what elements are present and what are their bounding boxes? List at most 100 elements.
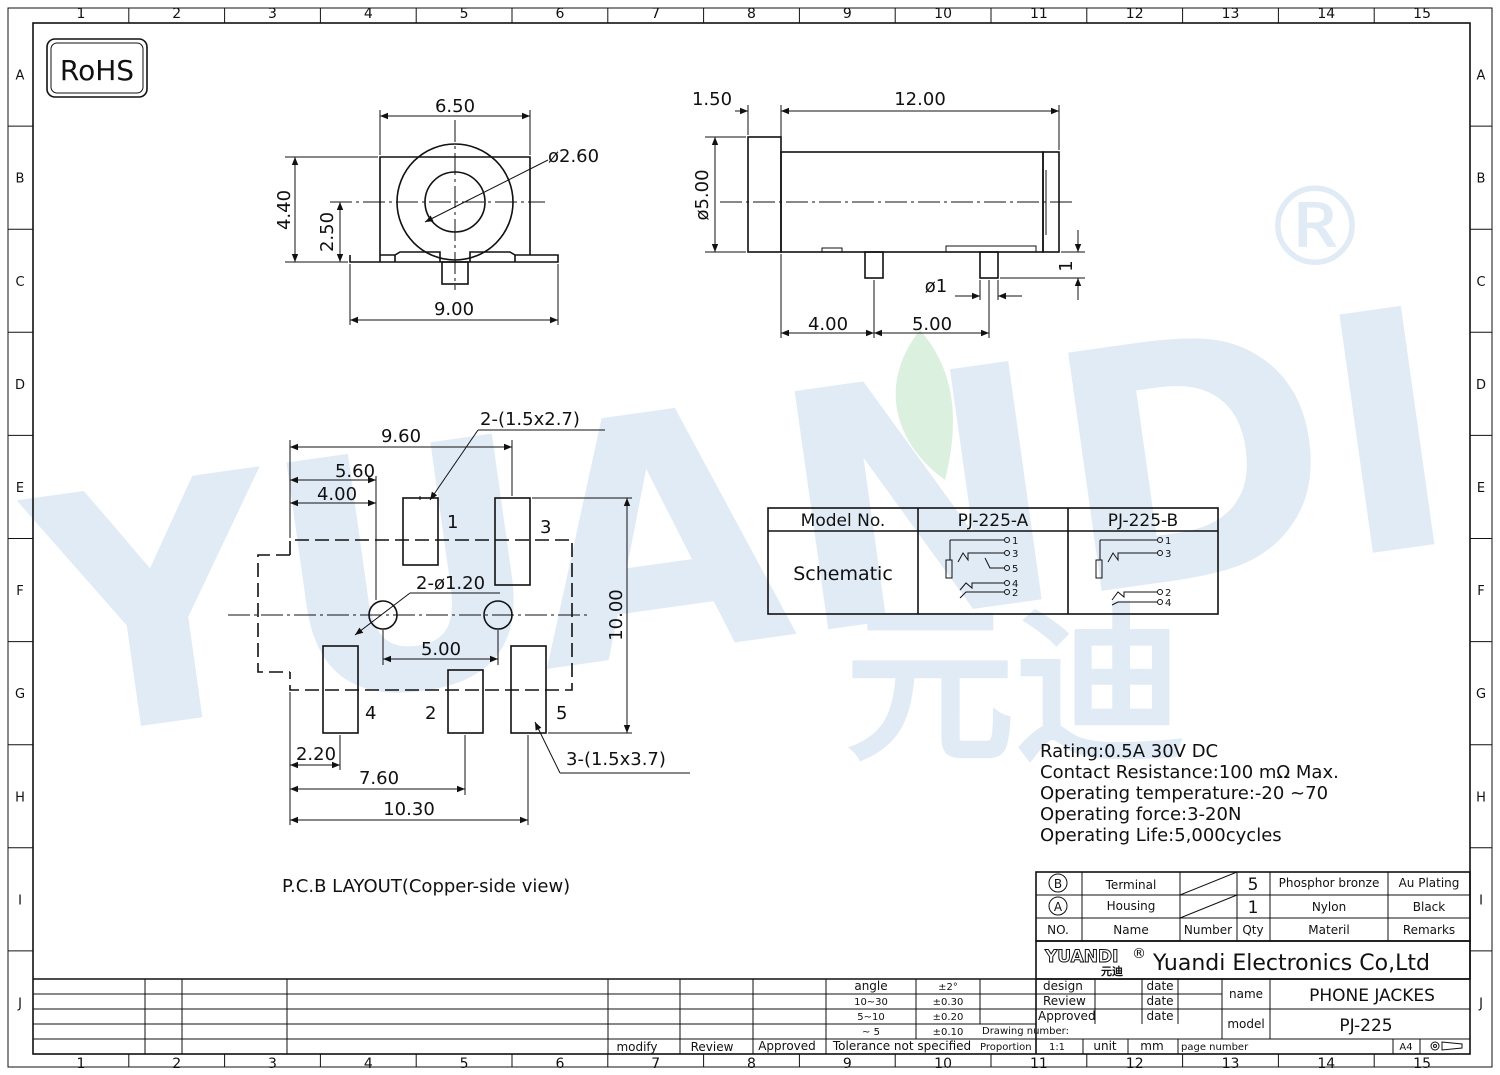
schematic-a-pin-1: 1	[1012, 536, 1018, 547]
grid-col-label-top-8: 8	[747, 6, 756, 22]
tol-10-30-value: ±0.30	[933, 997, 964, 1008]
tb-model-value: PJ-225	[1339, 1016, 1392, 1036]
dim-pin-off2: 5.00	[912, 314, 952, 335]
grid-col-label-top-15: 15	[1413, 6, 1431, 22]
dim-400: 4.00	[317, 484, 357, 505]
schematic-b: 1 3 2 4	[1095, 536, 1171, 609]
tb-scale: 1:1	[1049, 1042, 1065, 1053]
schematic-a-pin-3: 3	[1012, 549, 1018, 560]
tb-name-label: name	[1229, 987, 1263, 1001]
grid-col-label-top-6: 6	[555, 6, 564, 22]
dim-pin-dia: ø1	[925, 276, 947, 297]
tol-angle-range: angle	[854, 979, 887, 993]
tb-date-3: date	[1146, 1009, 1173, 1023]
bom-row-a-name: Housing	[1107, 899, 1156, 913]
grid-col-label-top-13: 13	[1222, 6, 1240, 22]
dim-1030: 10.30	[383, 799, 435, 820]
company-block: YUANDI 元迪 ® Yuandi Electronics Co,Ltd	[1035, 940, 1471, 980]
grid-row-label-right-H: H	[1476, 790, 1486, 805]
bom-header-material: Materil	[1308, 923, 1349, 937]
tb-approved: Approved	[1038, 1009, 1096, 1023]
grid-col-label-top-10: 10	[934, 6, 952, 22]
tol-10-30-range: 10~30	[854, 997, 888, 1008]
model-header: Model No.	[801, 511, 886, 531]
bom-row-a-remarks: Black	[1413, 900, 1446, 914]
bom-row-b-qty: 5	[1248, 875, 1259, 895]
dim-base: 9.00	[434, 299, 474, 320]
grid-row-label-left-B: B	[16, 172, 25, 187]
schematic-b-pin-2: 2	[1165, 588, 1171, 599]
company-reg: ®	[1132, 946, 1146, 962]
dim-500: 5.00	[421, 639, 461, 660]
tb-design: design	[1043, 979, 1083, 993]
tol-5-range: ~ 5	[862, 1027, 880, 1038]
pin-label-2: 2	[425, 703, 436, 724]
watermark-registered: ®	[1260, 163, 1370, 291]
pad-5	[510, 645, 547, 734]
rohs-badge: RoHS	[46, 38, 148, 98]
pcb-layout: 1 3 4 2 5 9.60 5.60 4.00 2-(1.5x2.7) 2-ø…	[228, 409, 690, 897]
tolerance-footer: Tolerance not specified	[832, 1039, 971, 1053]
grid-row-label-right-E: E	[1477, 481, 1485, 496]
tb-unit-value: mm	[1140, 1039, 1163, 1053]
schematic-a: 1 3 5 4 2	[945, 536, 1018, 599]
pads-top-note: 2-(1.5x2.7)	[480, 409, 580, 430]
dim-220: 2.20	[296, 744, 336, 765]
grid-col-label-top-2: 2	[172, 6, 181, 22]
model-b-header: PJ-225-B	[1108, 511, 1178, 531]
grid-col-label-bottom-5: 5	[460, 1056, 469, 1072]
tb-model-label: model	[1227, 1017, 1264, 1031]
tol-5-10-value: ±0.20	[933, 1012, 964, 1023]
tb-drawing-number: Drawing number:	[982, 1026, 1069, 1037]
dim-length: 12.00	[894, 89, 946, 110]
rohs-label: RoHS	[60, 54, 134, 87]
tb-unit: unit	[1093, 1039, 1117, 1053]
tb-review: Review	[1043, 994, 1086, 1008]
dim-560: 5.60	[335, 461, 375, 482]
tol-angle-value: ±2°	[938, 982, 958, 993]
model-a-header: PJ-225-A	[958, 511, 1029, 531]
dim-center: 2.50	[317, 212, 338, 252]
grid-row-label-right-F: F	[1477, 584, 1484, 599]
company-name: Yuandi Electronics Co,Ltd	[1152, 951, 1430, 976]
grid-row-label-left-A: A	[16, 69, 25, 84]
grid-col-label-top-7: 7	[651, 6, 660, 22]
grid-row-label-right-J: J	[1478, 996, 1483, 1011]
schematic-label: Schematic	[793, 563, 893, 585]
projection-symbol-icon	[1430, 1041, 1463, 1051]
tol-5-10-range: 5~10	[857, 1012, 884, 1023]
grid-col-label-bottom-6: 6	[555, 1056, 564, 1072]
bom-header-remarks: Remarks	[1403, 923, 1455, 937]
dim-flange: 1.50	[692, 89, 732, 110]
grid-row-label-right-I: I	[1479, 893, 1483, 908]
grid-col-label-top-12: 12	[1126, 6, 1144, 22]
pads-bottom-note: 3-(1.5x3.7)	[566, 749, 666, 770]
tol-5-value: ±0.10	[933, 1027, 964, 1038]
tb-name-value: PHONE JACKES	[1309, 986, 1435, 1006]
grid-col-label-bottom-2: 2	[172, 1056, 181, 1072]
grid-col-label-bottom-15: 15	[1413, 1056, 1431, 1072]
grid-row-label-left-C: C	[15, 275, 24, 290]
pin-label-1: 1	[447, 512, 458, 533]
pad-4	[322, 645, 359, 734]
watermark-cn: 元迪	[845, 588, 1185, 786]
revision-review: Review	[691, 1040, 734, 1054]
company-logo: YUANDI	[1044, 947, 1118, 967]
pin-label-4: 4	[365, 703, 376, 724]
bom-row-b-material: Phosphor bronze	[1279, 876, 1380, 890]
schematic-a-pin-4: 4	[1012, 579, 1018, 590]
spec-rating: Rating:0.5A 30V DC	[1040, 741, 1218, 762]
grid-col-label-bottom-14: 14	[1317, 1056, 1335, 1072]
grid-row-label-right-G: G	[1476, 687, 1486, 702]
bom-row-a-qty: 1	[1248, 898, 1259, 918]
bom-header-number: Number	[1184, 923, 1232, 937]
grid-col-label-top-3: 3	[268, 6, 277, 22]
revision-approved: Approved	[758, 1039, 816, 1053]
spec-life: Operating Life:5,000cycles	[1040, 825, 1282, 846]
grid-row-label-right-B: B	[1477, 172, 1486, 187]
grid-col-label-top-4: 4	[364, 6, 373, 22]
schematic-b-pin-1: 1	[1165, 536, 1171, 547]
watermark-leaf	[895, 330, 953, 480]
front-view: 6.50 ø2.60 4.40 2.50 9.00	[274, 96, 599, 325]
